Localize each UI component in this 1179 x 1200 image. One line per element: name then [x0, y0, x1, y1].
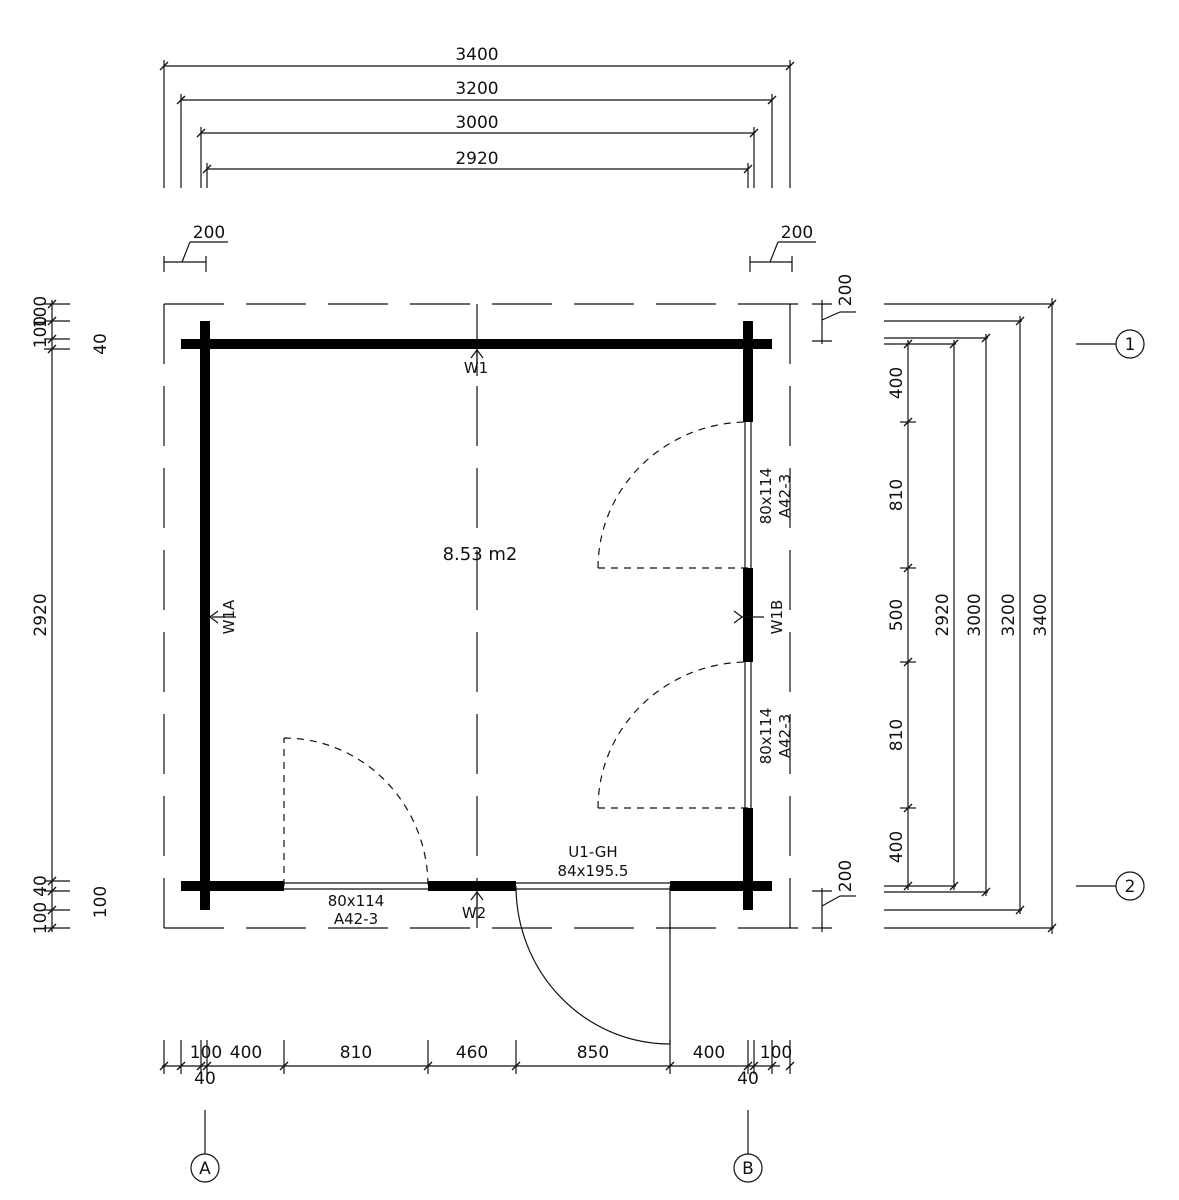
opening-labels: 80x114 A42-3 80x114 A42-3 80x114 A42-3 U…	[328, 468, 794, 928]
window-swings	[283, 421, 749, 887]
dim-right-3000: 3000	[965, 593, 985, 636]
wall-markers: W1 W2 W1A W1B	[209, 349, 786, 922]
dim-left-bottom-100a: 100	[31, 902, 51, 934]
dim-3000-top: 3000	[455, 113, 498, 133]
dim-3200-top: 3200	[455, 79, 498, 99]
grid-axis-2: 2	[1125, 877, 1136, 897]
dim-bottom-460: 460	[456, 1043, 488, 1063]
dim-left-40: 40	[91, 333, 111, 355]
dim-left-2920: 2920	[31, 593, 51, 636]
dim-bottom-40-left: 40	[194, 1069, 216, 1089]
grid-axis-1: 1	[1125, 335, 1136, 355]
window-bottom-size: 80x114	[328, 892, 385, 910]
dim-left-100b: 100	[31, 316, 51, 348]
dim-left-bottom-100b: 100	[91, 886, 111, 918]
dim-3400-top: 3400	[455, 45, 498, 65]
walls	[181, 321, 772, 910]
dim-left-100a: 100	[31, 296, 51, 328]
window-right-top-size: 80x114	[757, 468, 775, 525]
dim-200-right-bottom: 200	[836, 860, 856, 892]
top-dimensions: 3400 3200 3000 2920	[159, 45, 795, 188]
dim-200-top-left: 200	[193, 223, 225, 243]
dim-right-400a: 400	[887, 367, 907, 399]
wall-label-w1b: W1B	[768, 600, 786, 635]
window-right-top-type: A42-3	[776, 474, 794, 518]
grid-axis-b: B	[742, 1159, 754, 1179]
dim-right-810a: 810	[887, 479, 907, 511]
dim-right-3400: 3400	[1031, 593, 1051, 636]
dim-bottom-400-left: 400	[230, 1043, 262, 1063]
dim-left-bottom-40: 40	[31, 875, 51, 897]
door-type: U1-GH	[568, 843, 617, 861]
dim-right-400b: 400	[887, 831, 907, 863]
grid-axis-a: A	[199, 1159, 211, 1179]
wall-label-w1a: W1A	[220, 599, 238, 634]
dim-bottom-100-left: 100	[190, 1043, 222, 1063]
door-swing	[515, 885, 671, 1045]
bottom-dimensions: 100 400 810 460 850 400 100 40 40	[159, 1040, 795, 1089]
room-area: 8.53 m2	[443, 544, 518, 565]
dim-bottom-40-right: 40	[737, 1069, 759, 1089]
dim-bottom-400-right: 400	[693, 1043, 725, 1063]
left-dimensions: 100 100 40 2920 100 40 100	[31, 296, 111, 934]
window-right-bottom-size: 80x114	[757, 708, 775, 765]
wall-label-w2: W2	[462, 904, 486, 922]
grid-axes: A B 1 2	[190, 329, 1145, 1183]
right-side-dimensions: 200 200	[812, 274, 856, 932]
dim-right-3200: 3200	[999, 593, 1019, 636]
dim-bottom-100-right: 100	[760, 1043, 792, 1063]
dim-right-500: 500	[887, 599, 907, 631]
dim-2920-top: 2920	[455, 149, 498, 169]
foundation-outline	[163, 303, 1054, 929]
door-size: 84x195.5	[558, 862, 629, 880]
dim-200-right-top: 200	[836, 274, 856, 306]
dim-bottom-850: 850	[577, 1043, 609, 1063]
window-right-bottom-type: A42-3	[776, 714, 794, 758]
dim-bottom-810: 810	[340, 1043, 372, 1063]
right-dimensions: 400 810 500 810 400 2920 3000 3200 3400	[884, 298, 1057, 934]
dim-right-2920: 2920	[933, 593, 953, 636]
dim-right-810b: 810	[887, 719, 907, 751]
top-side-dimensions: 200 200	[163, 223, 816, 272]
dim-200-top-right: 200	[781, 223, 813, 243]
wall-label-w1: W1	[464, 359, 488, 377]
window-bottom-type: A42-3	[334, 910, 378, 928]
